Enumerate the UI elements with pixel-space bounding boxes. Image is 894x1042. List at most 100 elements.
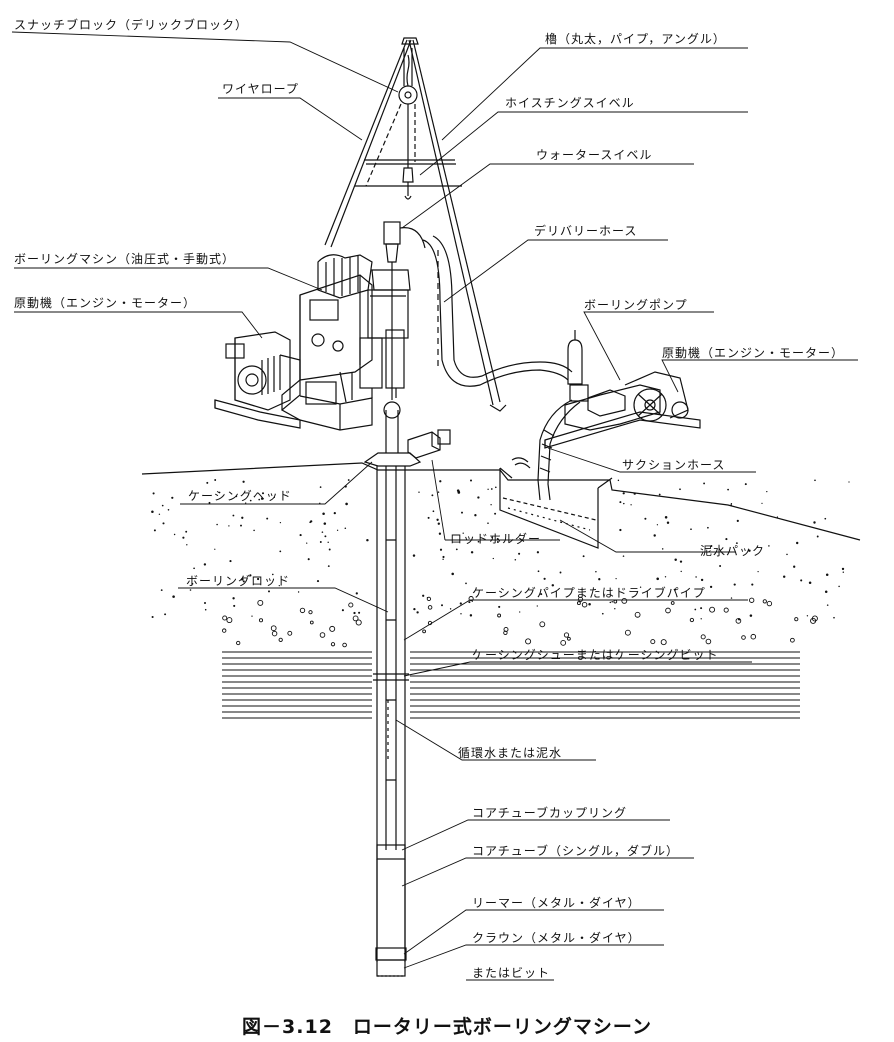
soil-dot	[719, 565, 722, 567]
soil-dot	[487, 488, 489, 490]
soil-dot	[744, 483, 747, 486]
label-or-bit: またはビット	[472, 966, 551, 980]
soil-dot	[559, 571, 562, 574]
soil-dot	[413, 607, 416, 611]
soil-dot	[664, 576, 667, 578]
soil-dot	[233, 604, 236, 607]
sand-grain	[794, 617, 799, 622]
soil-dot	[279, 521, 282, 524]
soil-dot	[182, 536, 185, 539]
label-prime-mover-left: 原動機（エンジン・モーター）	[14, 296, 197, 310]
soil-dot	[700, 618, 702, 620]
soil-dot	[582, 555, 585, 558]
soil-dot	[551, 584, 555, 587]
soil-dot	[838, 585, 840, 588]
sand-grain	[749, 597, 755, 603]
soil-dot	[469, 479, 473, 482]
soil-dot	[491, 536, 494, 539]
soil-dot	[826, 604, 829, 606]
label-crown: クラウン（メタル・ダイヤ）	[472, 931, 641, 945]
soil-dot	[271, 573, 274, 576]
soil-dot	[735, 542, 738, 545]
sand-grain	[355, 619, 362, 626]
soil-dot	[766, 490, 768, 493]
soil-dot	[161, 504, 164, 507]
sand-grain	[670, 601, 675, 605]
soil-dot	[427, 516, 430, 519]
soil-dot	[536, 605, 538, 607]
sand-grain	[576, 601, 581, 606]
soil-dot	[206, 481, 209, 484]
soil-dot	[679, 488, 681, 491]
soil-dot	[341, 609, 344, 612]
label-boring-rod: ボーリングロッド	[186, 574, 291, 588]
soil-dot	[614, 608, 616, 610]
soil-dot	[700, 607, 703, 610]
soil-dot	[519, 611, 521, 613]
sand-grain	[426, 596, 432, 602]
sand-grain	[689, 617, 695, 623]
soil-dot	[749, 614, 753, 617]
soil-dot	[214, 548, 216, 550]
label-casing-head: ケーシングヘッド	[188, 489, 292, 503]
soil-dot	[514, 558, 517, 561]
sand-grain	[560, 640, 567, 646]
soil-dot	[679, 560, 683, 563]
soil-dot	[324, 535, 327, 538]
soil-dot	[172, 595, 175, 598]
sand-grain	[621, 597, 628, 604]
soil-dot	[477, 540, 480, 543]
soil-dot	[451, 572, 454, 576]
soil-dot	[761, 502, 763, 504]
soil-dot	[588, 602, 591, 606]
soil-dot	[469, 614, 473, 617]
soil-dot	[601, 612, 604, 615]
boring-rod	[385, 466, 397, 850]
label-core-tube: コアチューブ（シングル，ダブル）	[472, 844, 680, 858]
soil-dot	[674, 558, 677, 562]
soil-dot	[321, 531, 324, 533]
sand-grain	[342, 642, 347, 648]
soil-dot	[808, 581, 812, 584]
sand-grain	[319, 632, 326, 638]
soil-dot	[474, 514, 477, 517]
soil-dot	[459, 602, 462, 605]
prime-mover-right	[624, 371, 689, 422]
hoisting-swivel-shape	[402, 167, 414, 183]
soil-dot	[251, 615, 253, 617]
soil-dot	[160, 589, 163, 591]
soil-dot	[203, 563, 207, 566]
soil-dot	[639, 586, 642, 588]
soil-dot	[268, 590, 270, 593]
sand-grain	[309, 620, 314, 625]
soil-dot	[151, 615, 154, 619]
soil-dot	[358, 611, 361, 614]
soil-dot	[319, 486, 322, 488]
soil-dot	[813, 521, 816, 524]
sand-grain	[258, 618, 264, 623]
sand-grain	[427, 605, 433, 610]
soil-dot	[260, 497, 264, 500]
soil-dot	[437, 491, 440, 493]
sand-circles	[222, 596, 818, 648]
soil-dot	[730, 504, 733, 506]
soil-dot	[327, 565, 330, 567]
leader-lines	[11, 31, 858, 981]
rod-clamp	[383, 401, 401, 419]
label-water-swivel: ウォータースイベル	[536, 148, 653, 162]
sand-grain	[329, 625, 336, 632]
sand-grain	[422, 629, 426, 634]
soil-dot	[653, 534, 656, 537]
soil-dot	[436, 518, 439, 521]
soil-dot	[540, 593, 543, 596]
soil-dot	[644, 517, 647, 520]
soil-dot	[437, 522, 440, 525]
soil-dot	[336, 529, 339, 531]
soil-dot	[158, 513, 161, 515]
sand-grain	[811, 615, 818, 622]
soil-dot	[242, 480, 245, 483]
soil-dot	[487, 522, 489, 524]
soil-dot	[661, 548, 664, 550]
sand-grain	[299, 607, 306, 614]
soil-dot	[323, 522, 327, 525]
